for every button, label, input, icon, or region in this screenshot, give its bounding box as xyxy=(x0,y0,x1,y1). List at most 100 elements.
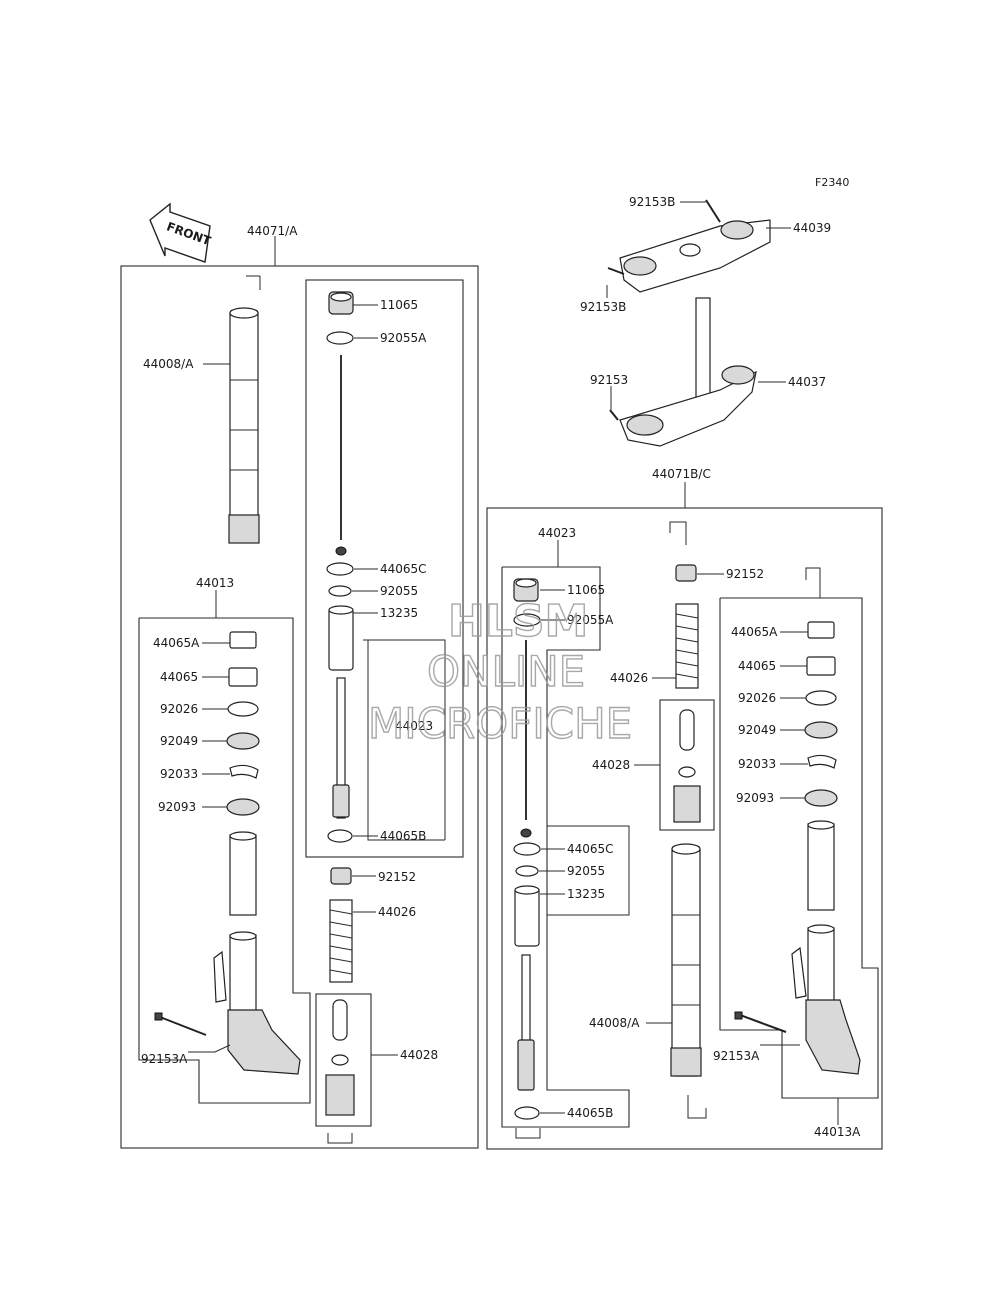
label-44065[interactable]: 44065 xyxy=(160,670,198,684)
r-damper-rod xyxy=(517,954,535,1091)
label-r-92152[interactable]: 92152 xyxy=(726,567,764,581)
label-r-11065[interactable]: 11065 xyxy=(567,583,605,597)
cap-11065 xyxy=(328,291,354,315)
cartridge-frame xyxy=(305,279,464,858)
ring-44065c xyxy=(326,562,354,576)
label-44065c[interactable]: 44065C xyxy=(380,562,427,576)
washer-92026 xyxy=(227,701,259,717)
front-arrow-icon: FRONT xyxy=(149,202,213,263)
r-inner-tube-44008a xyxy=(670,843,702,1077)
dust-seal-92093 xyxy=(226,798,260,816)
label-r-92033[interactable]: 92033 xyxy=(738,757,776,771)
watermark-line3: MICROFICHE xyxy=(368,699,632,748)
right-fork-assembly: 44071B/C 44023 11065 92055A 44065C 92055 xyxy=(486,467,883,1150)
spacer-44028 xyxy=(325,999,355,1116)
label-44071-bc[interactable]: 44071B/C xyxy=(652,467,711,481)
label-44065a[interactable]: 44065A xyxy=(153,636,200,650)
label-92049[interactable]: 92049 xyxy=(160,734,198,748)
label-r-44008a[interactable]: 44008/A xyxy=(589,1016,640,1030)
label-92055a[interactable]: 92055A xyxy=(380,331,427,345)
label-44023[interactable]: 44023 xyxy=(395,719,433,733)
seal-92049 xyxy=(226,732,260,750)
bushing-44065a xyxy=(229,631,257,649)
r-spring-44026 xyxy=(675,603,699,689)
watermark-line1: HLSM xyxy=(448,596,588,647)
label-44013[interactable]: 44013 xyxy=(196,576,234,590)
label-r-44023[interactable]: 44023 xyxy=(538,526,576,540)
label-r-13235[interactable]: 13235 xyxy=(567,887,605,901)
label-r-92153a[interactable]: 92153A xyxy=(713,1049,760,1063)
clip-92033 xyxy=(229,764,259,779)
label-11065[interactable]: 11065 xyxy=(380,298,418,312)
label-44071-a[interactable]: 44071/A xyxy=(247,224,298,238)
r-seal-92049 xyxy=(804,721,838,739)
r-outer-tube xyxy=(791,820,861,1075)
oring-92055a xyxy=(326,331,354,345)
right-assembly-frame xyxy=(486,507,883,1150)
label-92093[interactable]: 92093 xyxy=(158,800,196,814)
label-92153b-top[interactable]: 92153B xyxy=(629,195,675,209)
r-ring-44065b xyxy=(514,1106,540,1120)
label-92153[interactable]: 92153 xyxy=(590,373,628,387)
label-r-44065b[interactable]: 44065B xyxy=(567,1106,613,1120)
label-r-44013a[interactable]: 44013A xyxy=(814,1125,861,1139)
r-nut-92152 xyxy=(675,564,697,582)
label-92033[interactable]: 92033 xyxy=(160,767,198,781)
group-44028-frame xyxy=(315,993,372,1127)
label-92026[interactable]: 92026 xyxy=(160,702,198,716)
bushing-44065 xyxy=(228,667,258,687)
inner-tube-44008a xyxy=(228,307,260,544)
label-92055[interactable]: 92055 xyxy=(380,584,418,598)
r-outer-tube-frame xyxy=(719,597,879,1099)
outer-tube-frame xyxy=(138,617,311,1104)
label-r-92026[interactable]: 92026 xyxy=(738,691,776,705)
label-r-92093[interactable]: 92093 xyxy=(736,791,774,805)
ring-44065b xyxy=(327,829,353,843)
damper-rod-44023 xyxy=(332,677,350,819)
label-r-44065c[interactable]: 44065C xyxy=(567,842,614,856)
label-92153b[interactable]: 92153B xyxy=(580,300,626,314)
label-13235[interactable]: 13235 xyxy=(380,606,418,620)
label-44026[interactable]: 44026 xyxy=(378,905,416,919)
label-44008-a[interactable]: 44008/A xyxy=(143,357,194,371)
label-r-92055a[interactable]: 92055A xyxy=(567,613,614,627)
right-cartridge-frame xyxy=(501,566,630,1128)
r-spacer-44028 xyxy=(673,709,701,823)
r-bolt-92153a xyxy=(734,1011,787,1033)
triple-clamps: 92153B 44039 92153B 92153 44037 xyxy=(580,195,831,447)
r-cap-11065 xyxy=(513,578,539,602)
r-bushing-44065a xyxy=(807,621,835,639)
label-92153a[interactable]: 92153A xyxy=(141,1052,188,1066)
label-r-44065a[interactable]: 44065A xyxy=(731,625,778,639)
spring-44026 xyxy=(329,899,353,983)
label-44037[interactable]: 44037 xyxy=(788,375,826,389)
lower-clamp-44037 xyxy=(609,297,757,447)
r-oring-92055a xyxy=(513,613,541,627)
watermark: HLSM ONLINE MICROFICHE xyxy=(367,595,633,748)
label-r-44028[interactable]: 44028 xyxy=(592,758,630,772)
watermark-line2: ONLINE xyxy=(427,647,585,696)
label-r-92055[interactable]: 92055 xyxy=(567,864,605,878)
label-44028[interactable]: 44028 xyxy=(400,1048,438,1062)
nut-92152 xyxy=(330,867,352,885)
r-oring-92055 xyxy=(515,865,539,877)
r-washer-92026 xyxy=(805,690,837,706)
label-r-92049[interactable]: 92049 xyxy=(738,723,776,737)
collar-13235 xyxy=(328,605,354,671)
label-44039[interactable]: 44039 xyxy=(793,221,831,235)
r-dust-seal-92093 xyxy=(804,789,838,807)
label-92152[interactable]: 92152 xyxy=(378,870,416,884)
figure-ref: F2340 xyxy=(815,176,849,189)
label-r-44065[interactable]: 44065 xyxy=(738,659,776,673)
r-collar-13235 xyxy=(514,885,540,947)
label-r-44026[interactable]: 44026 xyxy=(610,671,648,685)
label-44065b[interactable]: 44065B xyxy=(380,829,426,843)
left-fork-assembly: 44071/A 44008/A 11065 92055A 44065C xyxy=(120,224,479,1149)
upper-clamp-44039 xyxy=(607,199,771,293)
r-clip-92033 xyxy=(807,754,837,769)
oring-92055 xyxy=(328,585,352,597)
bolt-92153a xyxy=(154,1012,207,1036)
outer-tube xyxy=(213,831,301,1075)
r-bushing-44065 xyxy=(806,656,836,676)
